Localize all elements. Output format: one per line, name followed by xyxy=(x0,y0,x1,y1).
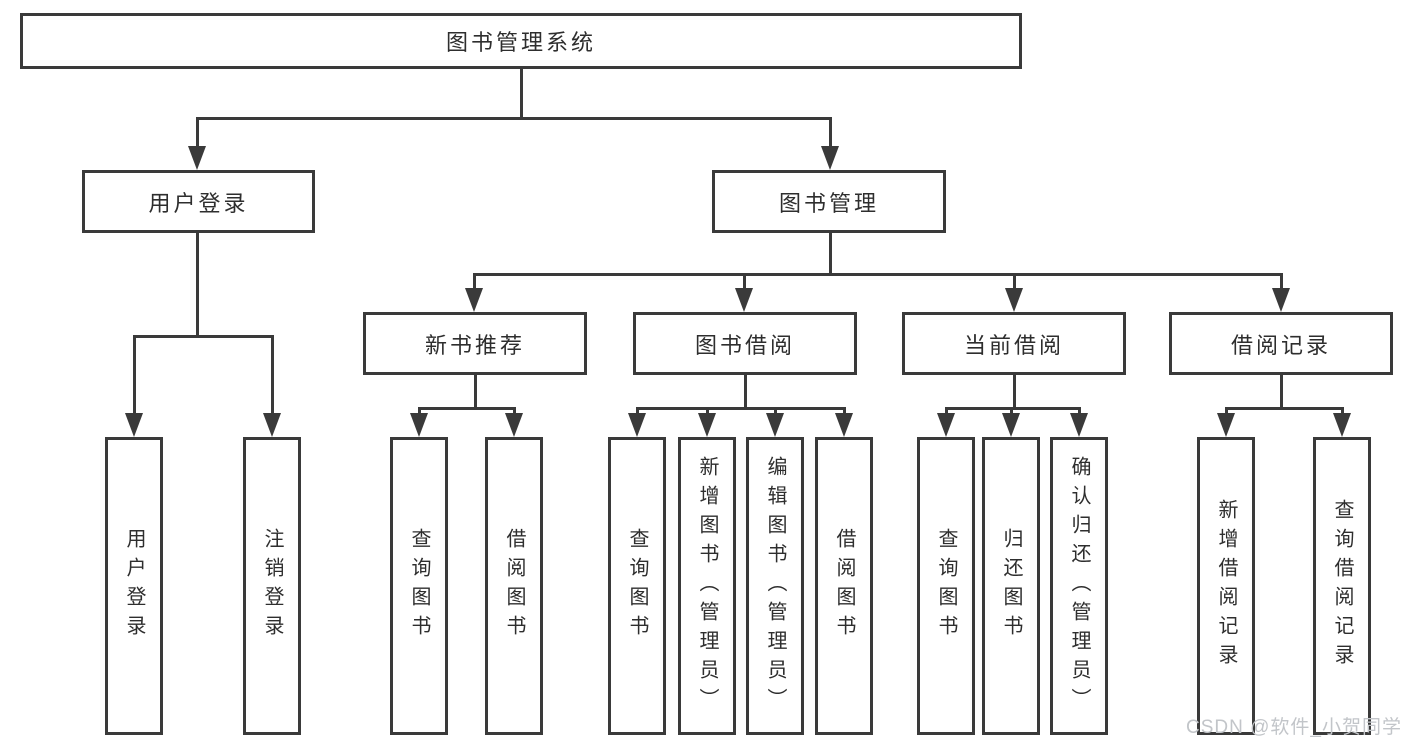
node-label: 图书管理 xyxy=(778,190,879,216)
node-label: 图书管理系统 xyxy=(445,30,596,55)
arrowhead-down-icon xyxy=(835,413,853,437)
arrowhead-down-icon xyxy=(821,146,839,170)
connector-line xyxy=(512,407,516,415)
connector-line xyxy=(132,335,274,338)
node-label: 归还图书 xyxy=(1000,528,1022,644)
connector-line xyxy=(742,273,746,290)
leaf-edit-books-admin: 编辑图书（管理员） xyxy=(746,437,804,735)
arrowhead-down-icon xyxy=(1005,288,1023,312)
connector-line xyxy=(635,407,639,415)
leaf-add-books-admin: 新增图书（管理员） xyxy=(678,437,736,735)
node-label: 查询图书 xyxy=(626,528,648,644)
node-label: 注销登录 xyxy=(261,528,283,644)
connector-line xyxy=(1279,273,1283,290)
connector-line xyxy=(1224,407,1344,410)
node-label: 当前借阅 xyxy=(963,332,1064,358)
node-root-library-management-system: 图书管理系统 xyxy=(20,13,1022,69)
arrowhead-down-icon xyxy=(188,146,206,170)
node-label: 新书推荐 xyxy=(424,332,525,358)
arrowhead-down-icon xyxy=(505,413,523,437)
node-label: 确认归还（管理员） xyxy=(1068,455,1090,717)
connector-line xyxy=(1077,407,1081,415)
connector-line xyxy=(270,335,274,415)
node-label: 新增借阅记录 xyxy=(1215,499,1237,673)
leaf-borrow-books-recommend: 借阅图书 xyxy=(485,437,543,735)
connector-line xyxy=(1279,375,1283,407)
connector-line xyxy=(1012,273,1016,290)
node-current-borrowing: 当前借阅 xyxy=(902,312,1126,375)
node-label: 编辑图书（管理员） xyxy=(764,455,786,717)
arrowhead-down-icon xyxy=(735,288,753,312)
leaf-search-books-recommend: 查询图书 xyxy=(390,437,448,735)
node-user-login: 用户登录 xyxy=(82,170,315,233)
arrowhead-down-icon xyxy=(766,413,784,437)
connector-line xyxy=(519,68,523,117)
leaf-logout: 注销登录 xyxy=(243,437,301,735)
node-borrowing-records: 借阅记录 xyxy=(1169,312,1393,375)
connector-line xyxy=(773,407,777,415)
node-label: 用户登录 xyxy=(123,528,145,644)
leaf-confirm-return-admin: 确认归还（管理员） xyxy=(1050,437,1108,735)
leaf-borrow-books: 借阅图书 xyxy=(815,437,873,735)
watermark: CSDN @软件_小贺同学 xyxy=(1186,717,1402,738)
leaf-user-login: 用户登录 xyxy=(105,437,163,735)
connector-line xyxy=(828,233,832,273)
connector-line xyxy=(635,407,846,410)
connector-line xyxy=(743,375,747,407)
connector-line xyxy=(1009,407,1013,415)
leaf-search-books-borrow: 查询图书 xyxy=(608,437,666,735)
node-label: 查询图书 xyxy=(408,528,430,644)
connector-line xyxy=(132,335,136,415)
connector-line xyxy=(195,117,832,120)
connector-line xyxy=(828,117,832,148)
connector-line xyxy=(417,407,421,415)
node-book-management: 图书管理 xyxy=(712,170,946,233)
leaf-add-borrow-record: 新增借阅记录 xyxy=(1197,437,1255,735)
connector-line xyxy=(944,407,1081,410)
connector-line xyxy=(705,407,709,415)
arrowhead-down-icon xyxy=(698,413,716,437)
connector-line xyxy=(1224,407,1228,415)
node-book-borrowing: 图书借阅 xyxy=(633,312,857,375)
arrowhead-down-icon xyxy=(628,413,646,437)
node-label: 借阅记录 xyxy=(1230,332,1331,358)
arrowhead-down-icon xyxy=(125,413,143,437)
arrowhead-down-icon xyxy=(1002,413,1020,437)
connector-line xyxy=(195,117,199,148)
node-label: 用户登录 xyxy=(148,190,249,216)
leaf-search-borrow-record: 查询借阅记录 xyxy=(1313,437,1371,735)
connector-line xyxy=(195,233,199,335)
arrowhead-down-icon xyxy=(1333,413,1351,437)
connector-line xyxy=(944,407,948,415)
connector-line xyxy=(842,407,846,415)
node-label: 图书借阅 xyxy=(694,332,795,358)
arrowhead-down-icon xyxy=(263,413,281,437)
connector-line xyxy=(417,407,516,410)
node-label: 借阅图书 xyxy=(503,528,525,644)
arrowhead-down-icon xyxy=(1217,413,1235,437)
node-label: 查询图书 xyxy=(935,528,957,644)
connector-line xyxy=(472,273,476,290)
node-new-book-recommendation: 新书推荐 xyxy=(363,312,587,375)
connector-line xyxy=(1340,407,1344,415)
node-label: 新增图书（管理员） xyxy=(696,455,718,717)
arrowhead-down-icon xyxy=(1272,288,1290,312)
arrowhead-down-icon xyxy=(937,413,955,437)
connector-line xyxy=(472,273,1283,276)
leaf-search-books-current: 查询图书 xyxy=(917,437,975,735)
leaf-return-books: 归还图书 xyxy=(982,437,1040,735)
connector-line xyxy=(1012,375,1016,407)
node-label: 借阅图书 xyxy=(833,528,855,644)
node-label: 查询借阅记录 xyxy=(1331,499,1353,673)
arrowhead-down-icon xyxy=(1070,413,1088,437)
arrowhead-down-icon xyxy=(410,413,428,437)
connector-line xyxy=(473,375,477,407)
arrowhead-down-icon xyxy=(465,288,483,312)
